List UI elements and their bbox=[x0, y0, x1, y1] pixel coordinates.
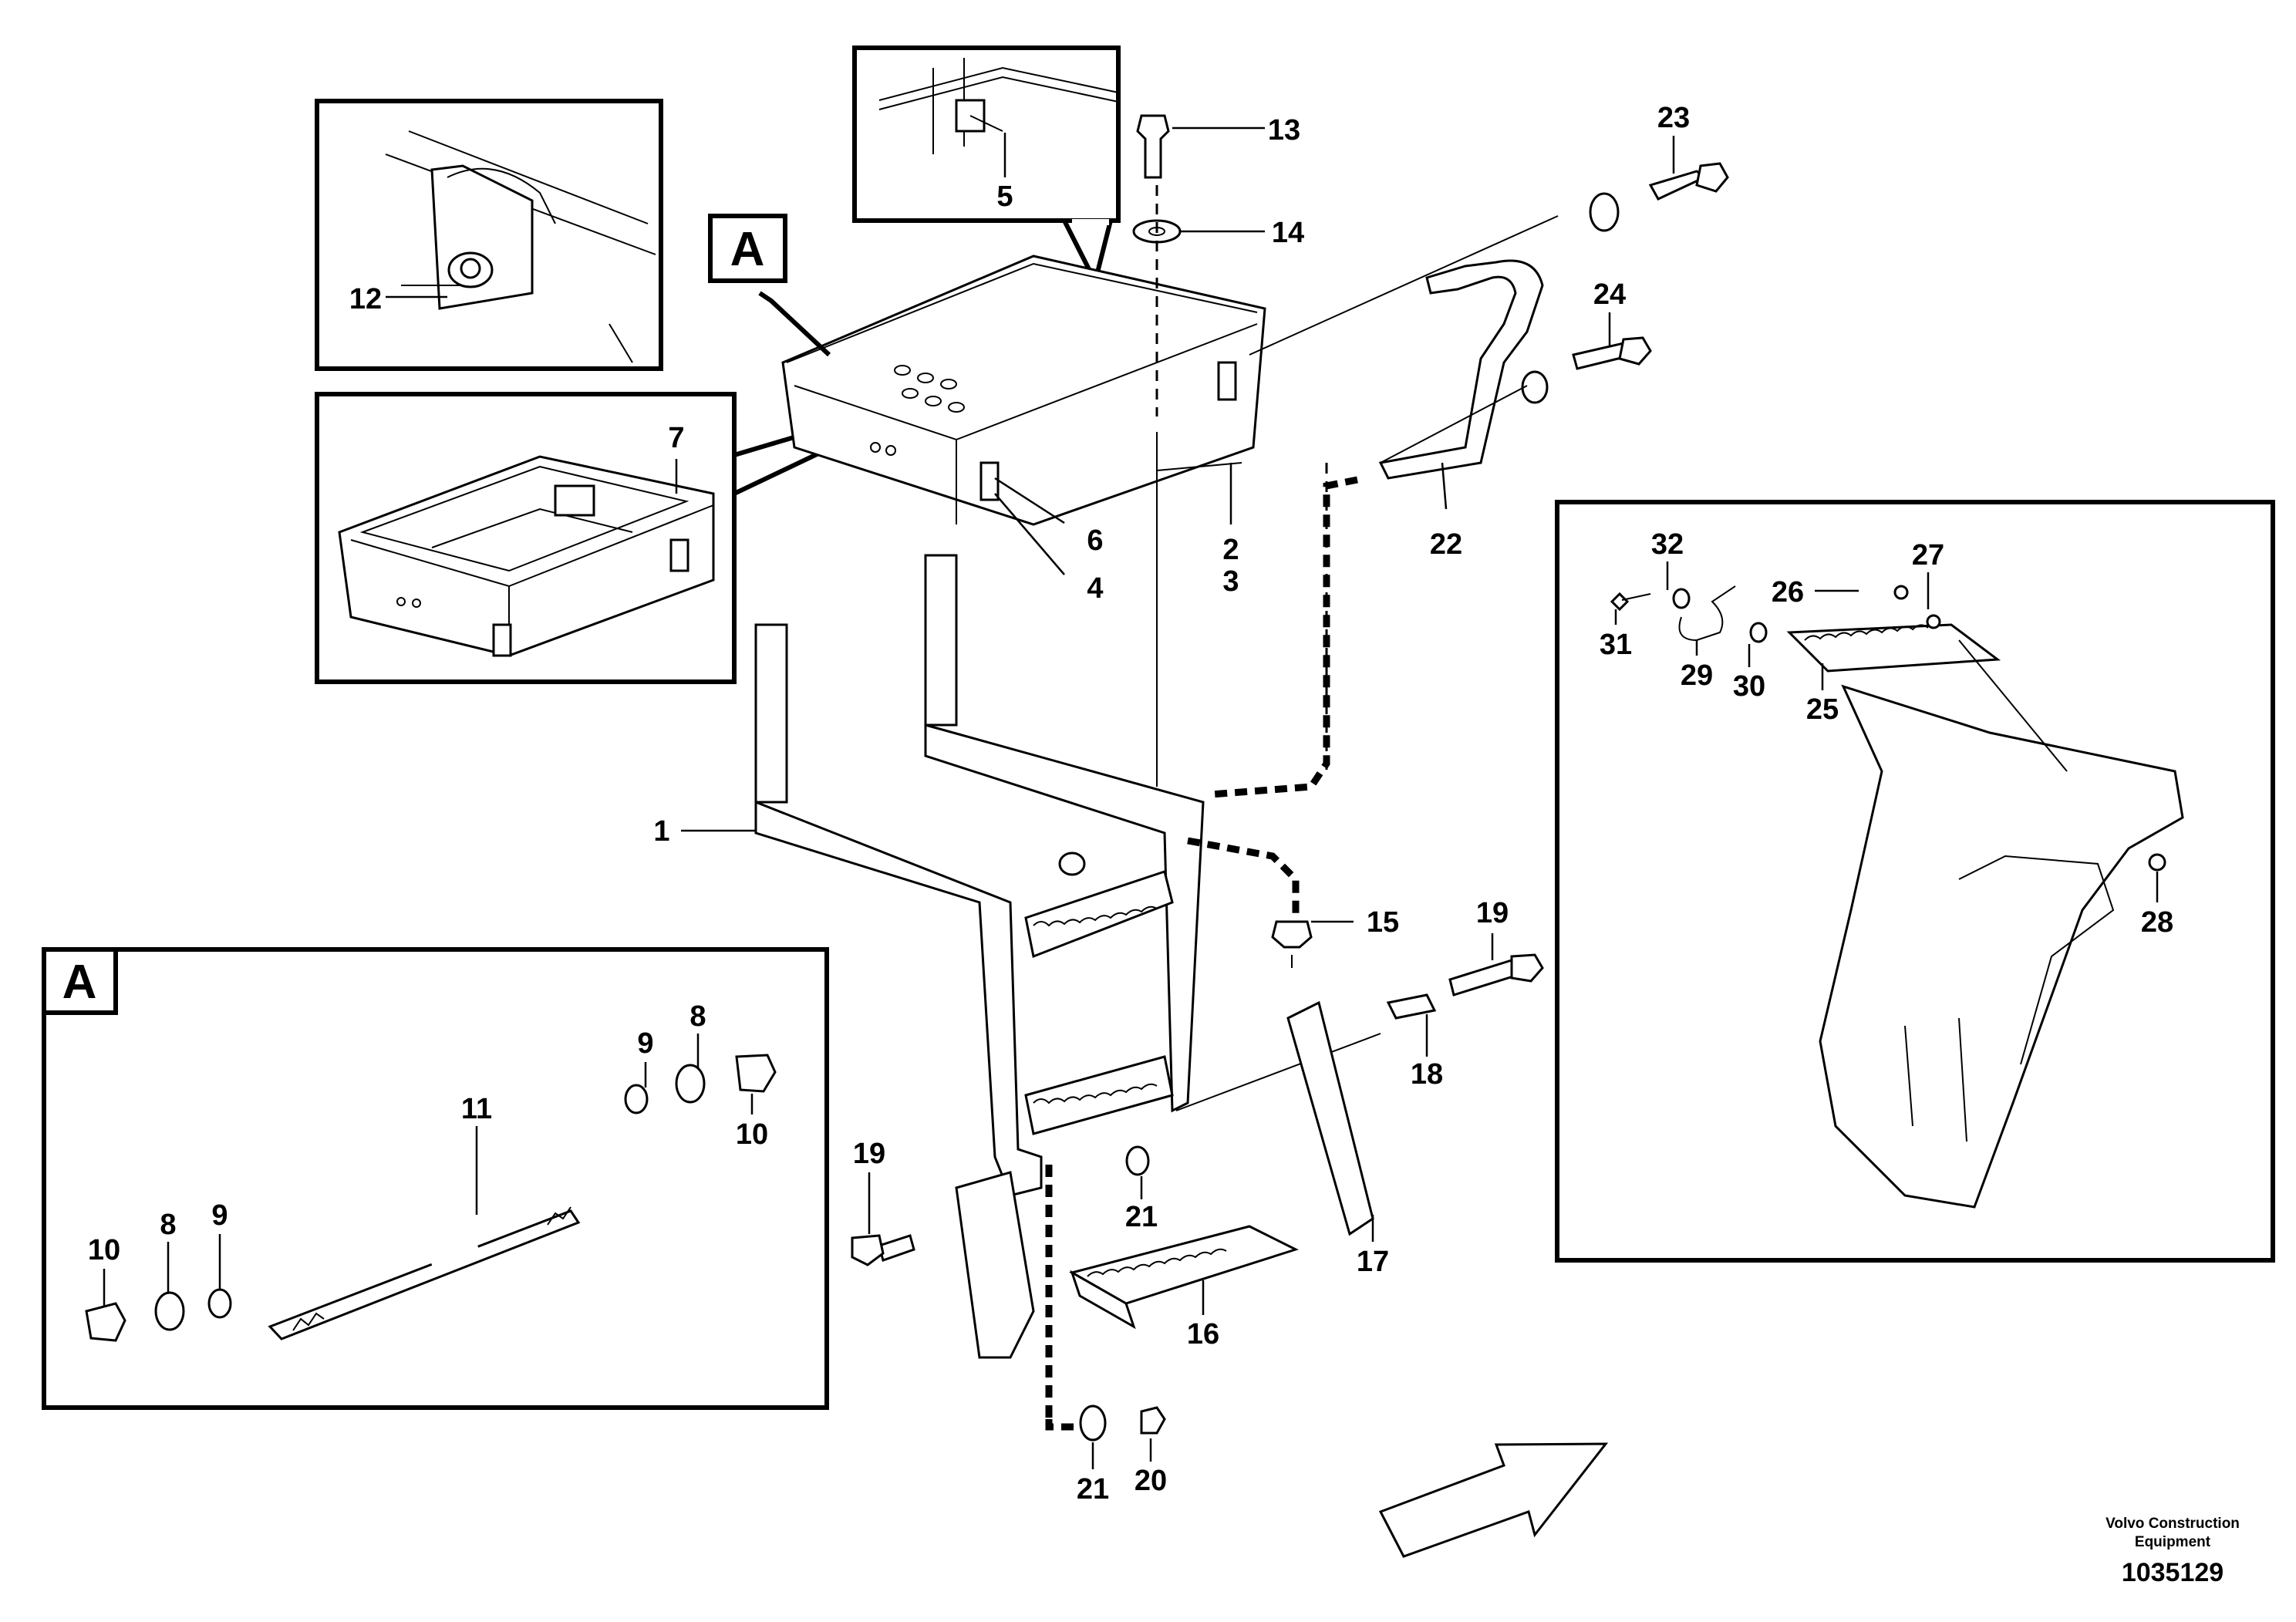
callout-31: 31 bbox=[1600, 629, 1632, 661]
inset-pin-detail bbox=[315, 99, 663, 371]
callout-1: 1 bbox=[653, 815, 669, 848]
callout-21-upper: 21 bbox=[1125, 1201, 1158, 1233]
callout-9-lower: 9 bbox=[211, 1199, 228, 1232]
callout-23: 23 bbox=[1657, 102, 1690, 134]
callout-19-right: 19 bbox=[1476, 897, 1509, 929]
callout-22: 22 bbox=[1430, 528, 1462, 561]
callout-30: 30 bbox=[1733, 670, 1765, 703]
callout-12: 12 bbox=[349, 283, 382, 315]
callout-21-lower: 21 bbox=[1077, 1473, 1109, 1506]
callout-10-lower: 10 bbox=[88, 1234, 120, 1266]
lower-step-assembly bbox=[851, 953, 1544, 1431]
handrail bbox=[1210, 259, 1544, 798]
callout-16: 16 bbox=[1187, 1318, 1219, 1351]
callout-27: 27 bbox=[1912, 539, 1944, 572]
callout-29: 29 bbox=[1681, 659, 1713, 692]
bolt-13-washer-14 bbox=[1132, 114, 1182, 787]
callout-13: 13 bbox=[1268, 114, 1300, 147]
callout-4: 4 bbox=[1087, 572, 1103, 605]
leader-lines bbox=[103, 126, 2159, 1469]
document-number: 1035129 bbox=[2122, 1558, 2224, 1587]
credit-line-2: Equipment bbox=[2135, 1534, 2211, 1550]
nut-15 bbox=[1271, 920, 1313, 968]
credit-line-1: Volvo Construction bbox=[2106, 1516, 2240, 1532]
callout-2: 2 bbox=[1222, 534, 1239, 566]
callout-11: 11 bbox=[461, 1093, 492, 1125]
callout-8-lower: 8 bbox=[160, 1209, 176, 1241]
callout-5: 5 bbox=[996, 180, 1013, 213]
callout-17: 17 bbox=[1357, 1246, 1389, 1278]
detail-a-inset bbox=[42, 947, 829, 1410]
inset-open-box bbox=[315, 392, 865, 684]
detail-tag-top: A bbox=[730, 223, 765, 276]
callout-labels: 13 14 23 24 5 12 7 6 4 2 3 22 1 15 19 18… bbox=[88, 102, 2173, 1506]
callout-8-upper: 8 bbox=[689, 1000, 706, 1033]
detail-tag-inset: A bbox=[62, 956, 97, 1009]
tool-box bbox=[758, 215, 1559, 526]
callout-3: 3 bbox=[1222, 565, 1239, 598]
callout-24: 24 bbox=[1593, 278, 1626, 311]
callout-6: 6 bbox=[1087, 524, 1103, 557]
step-frame bbox=[754, 554, 1381, 1197]
step-tread-lower bbox=[1024, 1055, 1174, 1135]
washer-21-nut-20 bbox=[1079, 1404, 1166, 1442]
step-tread-upper bbox=[1024, 870, 1174, 959]
callout-18: 18 bbox=[1411, 1058, 1443, 1091]
callout-26: 26 bbox=[1772, 576, 1804, 609]
callout-25: 25 bbox=[1806, 693, 1839, 726]
callout-9-upper: 9 bbox=[637, 1027, 653, 1060]
callout-14: 14 bbox=[1272, 217, 1304, 249]
bolts-23-24 bbox=[1380, 162, 1729, 464]
callout-7: 7 bbox=[668, 422, 684, 454]
callout-10-upper: 10 bbox=[736, 1118, 768, 1151]
callout-28: 28 bbox=[2141, 906, 2173, 939]
callout-15: 15 bbox=[1367, 906, 1399, 939]
vent-pattern bbox=[894, 365, 965, 413]
callout-32: 32 bbox=[1651, 528, 1684, 561]
callout-19-left: 19 bbox=[853, 1138, 885, 1170]
inset-bracket-detail bbox=[852, 46, 1121, 288]
mudguard-inset bbox=[1555, 500, 2275, 1263]
callout-20: 20 bbox=[1135, 1465, 1167, 1497]
direction-arrow bbox=[1378, 1442, 1609, 1558]
detail-tag-box-top bbox=[708, 214, 787, 283]
